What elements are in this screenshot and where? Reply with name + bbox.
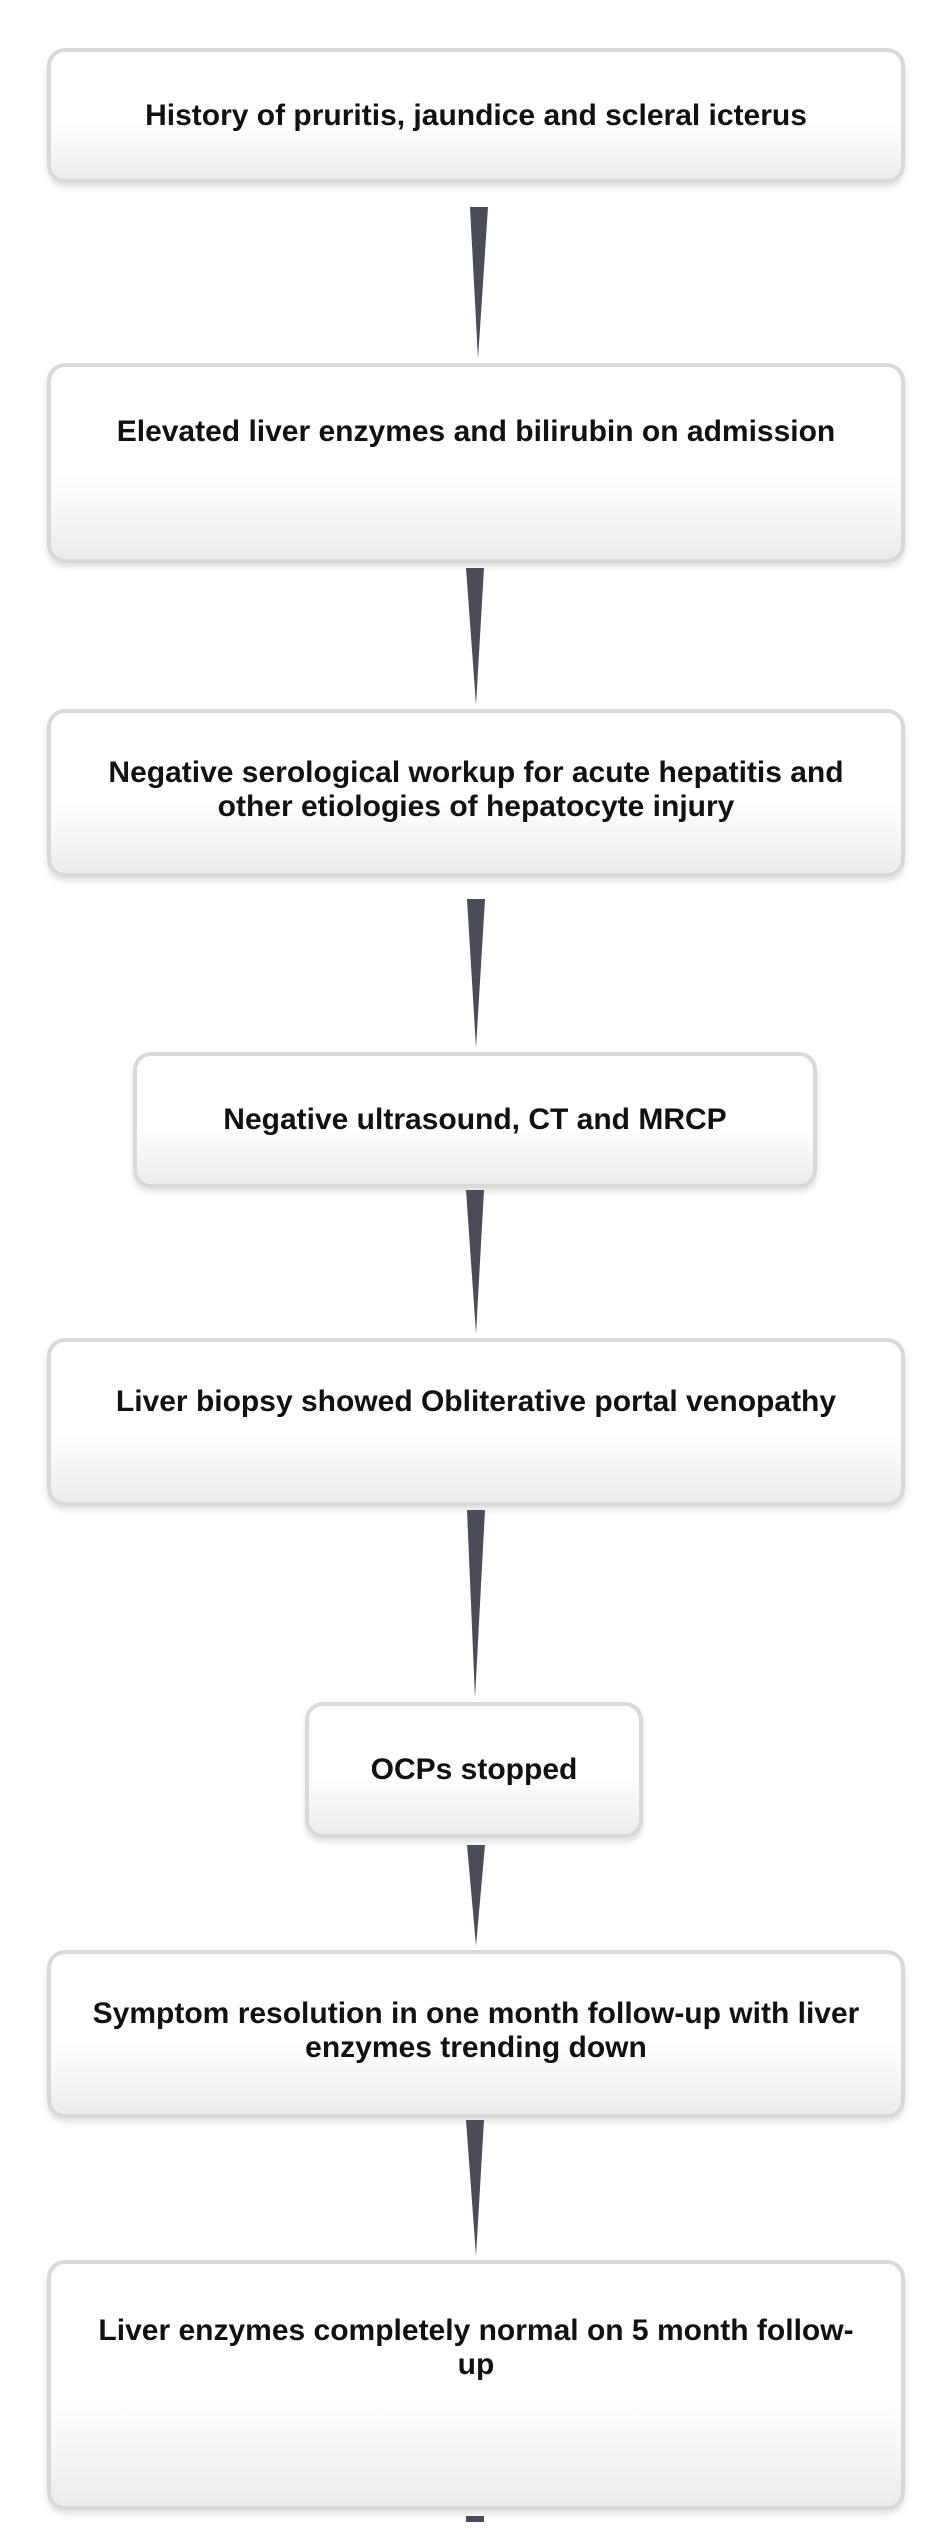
step-box-liver-biopsy: Liver biopsy showed Obliterative portal … (47, 1338, 905, 1506)
connector-4 (466, 1190, 484, 1334)
step-text-serological-workup: Negative serological workup for acute he… (108, 756, 844, 823)
connector-5 (467, 1510, 485, 1698)
connector-1 (470, 207, 488, 359)
connector-8-stub (466, 2516, 484, 2522)
connector-7 (466, 2120, 484, 2256)
step-text-ocps-stopped: OCPs stopped (370, 1753, 578, 1786)
step-box-symptom-resolution: Symptom resolution in one month follow-u… (47, 1950, 905, 2118)
connector-2 (466, 568, 484, 705)
step-text-history: History of pruritis, jaundice and sclera… (145, 98, 807, 132)
step-text-enzymes-normal: Liver enzymes completely normal on 5 mon… (98, 2314, 854, 2381)
step-box-imaging: Negative ultrasound, CT and MRCP (133, 1052, 817, 1188)
connector-6 (467, 1845, 485, 1946)
step-text-liver-biopsy: Liver biopsy showed Obliterative portal … (115, 1385, 837, 1418)
step-box-enzymes-normal: Liver enzymes completely normal on 5 mon… (47, 2260, 905, 2510)
connector-3 (467, 899, 485, 1048)
step-text-imaging: Negative ultrasound, CT and MRCP (223, 1103, 727, 1136)
step-text-symptom-resolution: Symptom resolution in one month follow-u… (92, 1997, 860, 2064)
step-box-history: History of pruritis, jaundice and sclera… (47, 48, 905, 183)
step-text-elevated-enzymes: Elevated liver enzymes and bilirubin on … (116, 415, 836, 448)
step-box-elevated-enzymes: Elevated liver enzymes and bilirubin on … (47, 363, 905, 563)
step-box-ocps-stopped: OCPs stopped (305, 1702, 643, 1838)
step-box-serological-workup: Negative serological workup for acute he… (47, 709, 905, 877)
